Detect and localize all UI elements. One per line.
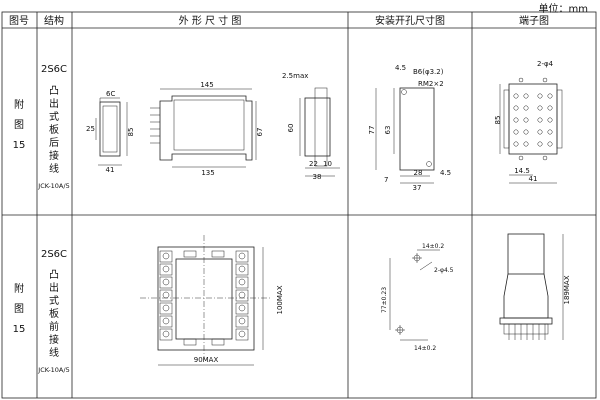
dim-mount-hole: B6(φ3.2) xyxy=(413,68,444,76)
dim-mount-h1: 77 xyxy=(368,126,376,135)
terminal-column-right xyxy=(235,250,249,341)
dim-front-height-max: 100MAX xyxy=(276,285,284,314)
dim-side-height: 67 xyxy=(256,128,264,137)
dim-side-total: 145 xyxy=(200,81,213,89)
struct-char: 后 xyxy=(49,137,59,149)
dim-mount-top: 4.5 xyxy=(395,64,406,72)
dim-back-w2: 10 xyxy=(323,160,332,168)
header-structure: 结构 xyxy=(44,14,64,27)
dim-term-total: 41 xyxy=(529,175,538,183)
dim-mount2-height: 77±0.23 xyxy=(381,287,388,313)
fig-char: 图 xyxy=(14,303,24,315)
struct-char: 接 xyxy=(49,333,59,346)
dim-term-height: 85 xyxy=(494,116,502,125)
outline-front-view xyxy=(95,97,128,166)
dim-mount2-hole: 2-φ4.5 xyxy=(434,267,454,274)
dim-mount-bottom-left: 7 xyxy=(384,176,388,184)
outline-back-view xyxy=(299,87,340,177)
struct-char: 出 xyxy=(49,281,59,294)
struct-char: 线 xyxy=(49,162,59,175)
mount-cutout-1 xyxy=(375,87,435,184)
fig-char: 附 xyxy=(14,98,24,111)
dim-front-height: 85 xyxy=(127,128,135,137)
struct-char: 式 xyxy=(49,294,59,307)
unit-label: 单位：mm xyxy=(538,4,588,15)
dim-mount-rm: RM2×2 xyxy=(418,80,444,88)
header-mount: 安装开孔尺寸图 xyxy=(375,14,445,27)
header-outline: 外 形 尺 寸 图 xyxy=(179,14,242,27)
fig-char: 附 xyxy=(14,282,24,295)
outline-side-view xyxy=(150,88,257,168)
terminal-column-left xyxy=(159,250,173,341)
model-label: 2S6C xyxy=(41,249,67,260)
header-fig-no: 图号 xyxy=(9,15,29,27)
terminal-view-1 xyxy=(499,77,563,184)
dim-mount-w1: 28 xyxy=(414,169,423,177)
dim-mount-total: 37 xyxy=(413,184,422,192)
header-terminal: 端子图 xyxy=(519,14,549,27)
struct-char: 接 xyxy=(49,149,59,162)
dim-mount-h2: 63 xyxy=(384,126,392,135)
dim-mount2-bottom: 14±0.2 xyxy=(414,345,436,352)
struct-char: 板 xyxy=(49,123,59,136)
struct-char: 式 xyxy=(49,110,59,123)
dim-side-protrude: 2.5max xyxy=(282,72,308,80)
terminal-view-2 xyxy=(499,233,564,340)
dim-front-label: 6C xyxy=(106,90,115,98)
fig-number: 15 xyxy=(13,324,26,335)
model-code: JCK-10A/5 xyxy=(37,366,69,374)
struct-char: 凸 xyxy=(49,269,59,281)
table-grid xyxy=(1,11,597,399)
struct-char: 板 xyxy=(49,307,59,320)
outline-front-large xyxy=(140,235,270,366)
dim-side-body: 135 xyxy=(201,169,214,177)
dim-front-width: 41 xyxy=(106,166,115,174)
dim-front-left: 25 xyxy=(86,125,95,133)
struct-char: 出 xyxy=(49,97,59,110)
fig-number: 15 xyxy=(13,140,26,151)
dim-term-w1: 14.5 xyxy=(514,167,530,175)
model-code: JCK-10A/5 xyxy=(37,182,69,190)
model-label: 2S6C xyxy=(41,64,67,75)
dim-term2-height: 189MAX xyxy=(563,275,571,304)
dim-mount-w2: 4.5 xyxy=(440,169,451,177)
mount-cutout-2 xyxy=(389,249,440,341)
dim-back-total: 38 xyxy=(313,173,322,181)
struct-char: 前 xyxy=(49,320,59,333)
dim-back-w1: 22 xyxy=(309,160,318,168)
struct-char: 凸 xyxy=(49,85,59,97)
dim-back-height: 60 xyxy=(287,124,295,133)
dim-front-width-max: 90MAX xyxy=(194,356,219,364)
dim-term-top: 2-φ4 xyxy=(537,60,554,68)
dim-mount2-top: 14±0.2 xyxy=(422,243,444,250)
fig-char: 图 xyxy=(14,119,24,131)
struct-char: 线 xyxy=(49,346,59,359)
